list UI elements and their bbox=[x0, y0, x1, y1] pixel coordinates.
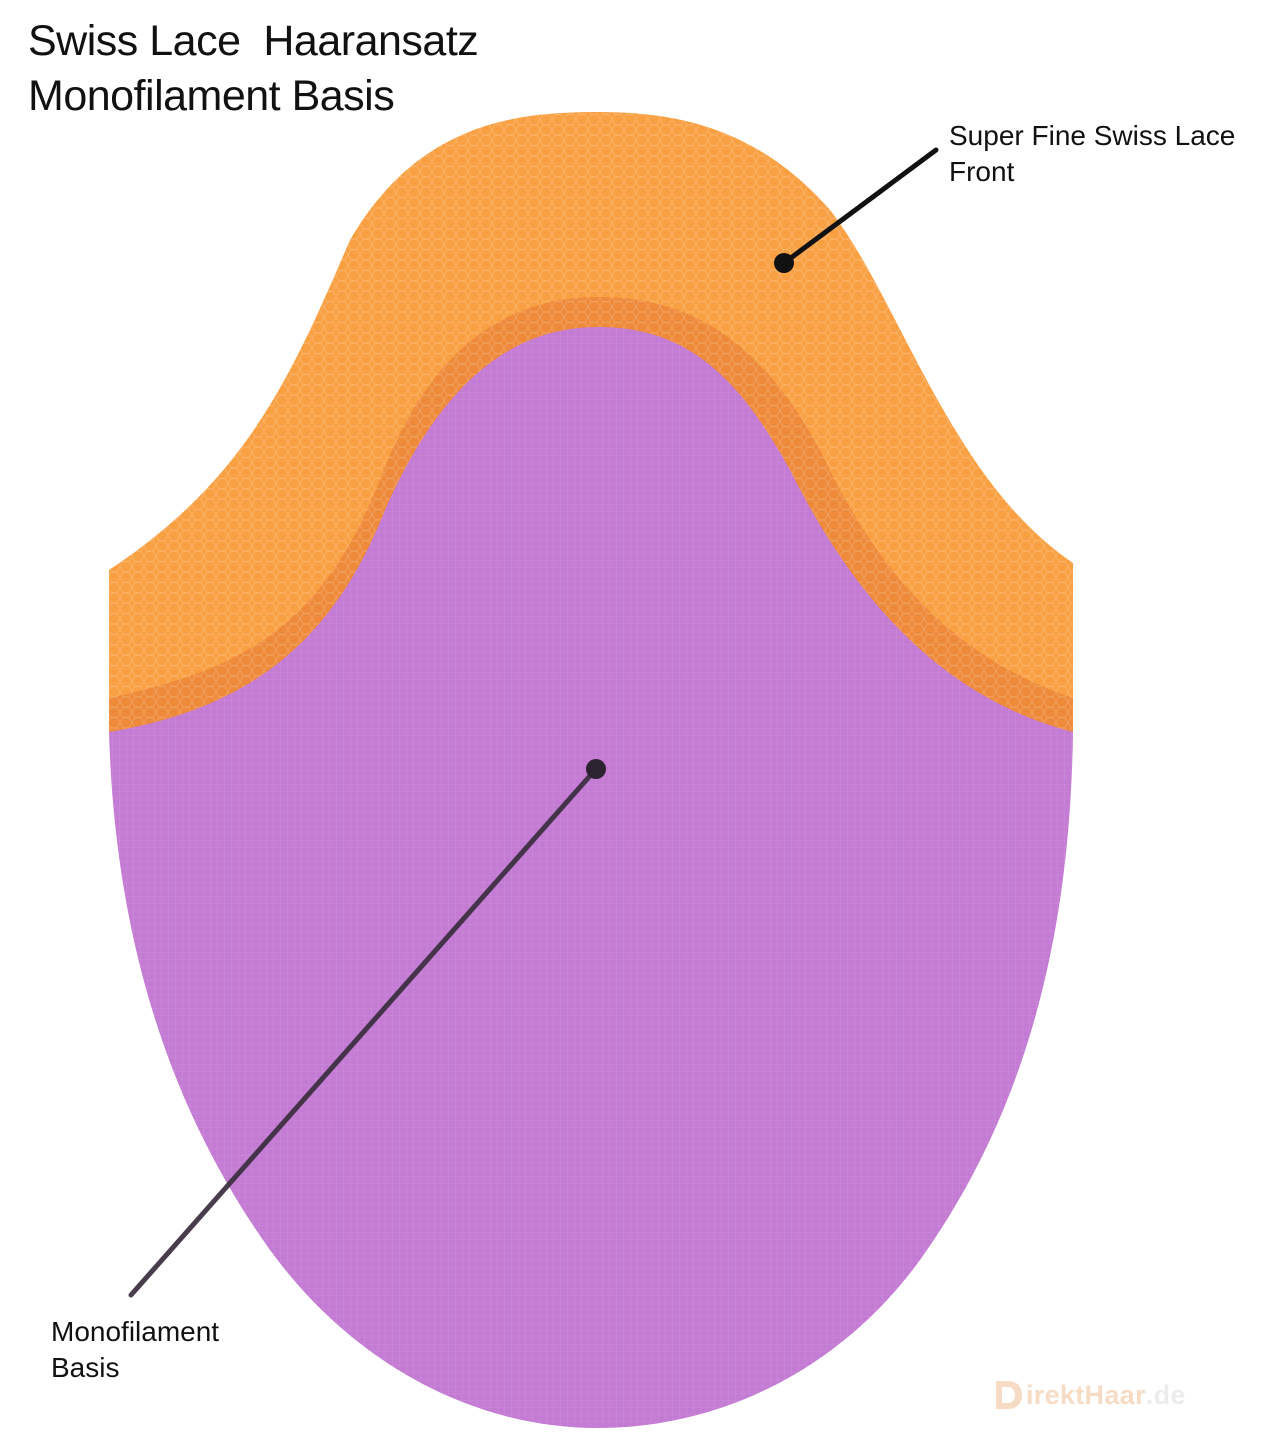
monofilament-base-region bbox=[109, 327, 1073, 1428]
mono-label-line-1: Monofilament bbox=[51, 1316, 220, 1347]
mono-leader-line bbox=[128, 766, 599, 1298]
lace-leader-dot bbox=[774, 253, 794, 273]
watermark-tld: .de bbox=[1145, 1379, 1186, 1410]
lace-callout-label: Super Fine Swiss Lace Front bbox=[949, 118, 1235, 190]
lace-label-line-1: Super Fine Swiss Lace bbox=[949, 120, 1236, 151]
lace-label-line-2: Front bbox=[949, 156, 1015, 187]
lace-leader-line bbox=[781, 147, 939, 266]
mono-leader-dot bbox=[586, 759, 606, 779]
watermark: irektHaar.de bbox=[994, 1378, 1186, 1412]
title-line-2: Monofilament Basis bbox=[28, 72, 395, 120]
watermark-brand: irektHaar bbox=[1026, 1379, 1146, 1410]
mono-label-line-2: Basis bbox=[51, 1352, 120, 1383]
diagram-title: Swiss Lace Haaransatz Monofilament Basis bbox=[28, 14, 479, 124]
title-line-1: Swiss Lace Haaransatz bbox=[28, 17, 479, 65]
mono-callout-label: Monofilament Basis bbox=[51, 1314, 219, 1386]
lace-leader bbox=[774, 147, 939, 273]
mono-leader bbox=[128, 759, 606, 1298]
direkthaar-logo-icon bbox=[996, 1381, 1022, 1409]
